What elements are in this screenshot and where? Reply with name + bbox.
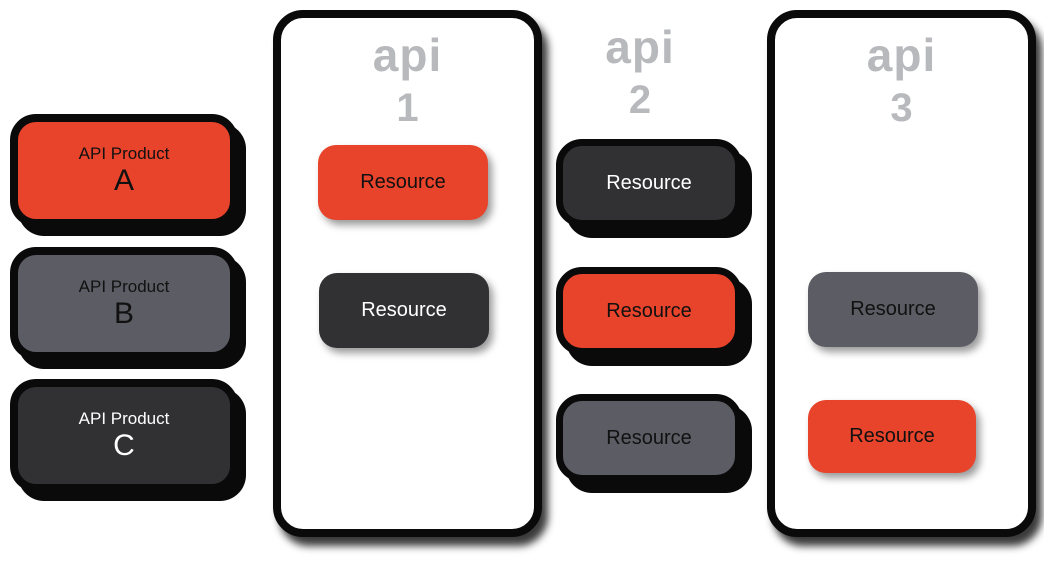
resource-label: Resource: [361, 299, 447, 321]
api-2-header: api 2: [573, 10, 707, 120]
api-product-c-box: API Product C: [10, 379, 238, 492]
api-product-c-letter: C: [113, 429, 135, 463]
api-3-number: 3: [890, 86, 913, 130]
api-product-b-title: API Product: [78, 276, 170, 296]
resource-label: Resource: [606, 426, 692, 449]
api-2-resource-3: Resource: [556, 394, 742, 482]
resource-label: Resource: [606, 171, 692, 194]
api-2-resource-2: Resource: [556, 267, 742, 355]
resource-label: Resource: [849, 425, 935, 447]
api-2-number: 2: [628, 78, 652, 122]
resource-label: Resource: [606, 299, 692, 322]
api-2-resource-1: Resource: [556, 139, 742, 227]
api-2-label: api: [605, 21, 675, 73]
api-product-b-box: API Product B: [10, 247, 238, 360]
resource-label: Resource: [360, 171, 446, 193]
api-product-c-title: API Product: [78, 408, 170, 428]
api-1-resource-2: Resource: [319, 273, 489, 348]
resource-label: Resource: [850, 298, 936, 320]
api-1-label: api: [372, 29, 443, 81]
api-1-resource-1: Resource: [318, 145, 488, 220]
api-3-resource-1: Resource: [808, 272, 978, 347]
api-product-a-box: API Product A: [10, 114, 238, 227]
api-3-label: api: [866, 29, 937, 81]
api-product-a-title: API Product: [78, 143, 170, 163]
api-product-b-letter: B: [113, 297, 134, 331]
api-1-number: 1: [396, 86, 419, 130]
api-product-a-letter: A: [113, 164, 134, 198]
api-1-container: api 1: [273, 10, 542, 537]
api-3-resource-2: Resource: [808, 400, 976, 473]
